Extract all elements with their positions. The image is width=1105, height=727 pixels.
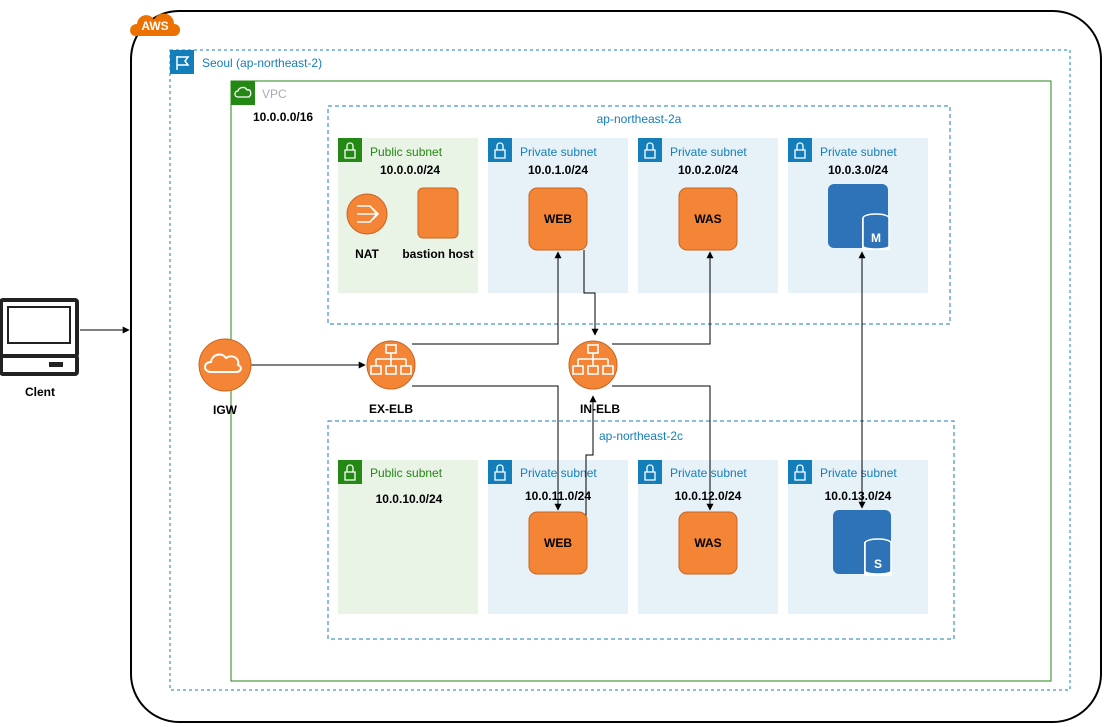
ec2-instance-icon	[678, 511, 738, 575]
subnet-cidr: 10.0.1.0/24	[528, 163, 588, 177]
az-c-label: ap-northeast-2c	[599, 429, 683, 443]
region-boundary	[169, 49, 1071, 691]
subnet-label: Private subnet	[820, 145, 897, 159]
edge-ex-elb-to-web-c	[412, 385, 562, 511]
az-a-label: ap-northeast-2a	[597, 112, 682, 126]
rds-database-icon	[828, 184, 890, 250]
subnet-cidr: 10.0.12.0/24	[675, 489, 742, 503]
edge-web-a-to-in-elb	[583, 250, 599, 336]
ex-elb-node[interactable]: EX-ELB	[366, 340, 416, 416]
in-elb-node[interactable]: IN-ELB	[568, 340, 620, 416]
vpc-label: VPC	[262, 87, 287, 101]
client-label: Clent	[25, 385, 55, 399]
db-slave-label: S	[874, 557, 882, 571]
subnet-cidr: 10.0.13.0/24	[825, 489, 892, 503]
edge-in-elb-to-was-a	[612, 251, 714, 345]
db-slave-node[interactable]: S	[833, 510, 892, 576]
igw-label: IGW	[213, 403, 238, 417]
subnet-label: Private subnet	[670, 466, 747, 480]
nat-node[interactable]: NAT	[346, 193, 388, 261]
laptop-icon	[0, 298, 79, 376]
region-flag-icon	[170, 50, 194, 74]
web-c-label: WEB	[544, 536, 572, 550]
bastion-label: bastion host	[402, 247, 473, 261]
subnet-label: Private subnet	[520, 466, 597, 480]
subnet-cidr: 10.0.3.0/24	[828, 163, 888, 177]
internet-gateway-icon	[198, 338, 252, 392]
bastion-host-node[interactable]: bastion host	[402, 187, 474, 261]
ec2-instance-icon	[528, 187, 588, 251]
ec2-instance-icon	[528, 511, 588, 575]
was-c-label: WAS	[694, 536, 721, 550]
connectors	[80, 250, 866, 516]
web-a-label: WEB	[544, 212, 572, 226]
subnet-cidr: 10.0.0.0/24	[380, 163, 440, 177]
region-label: Seoul (ap-northeast-2)	[202, 56, 322, 70]
subnet-public-c: Public subnet 10.0.10.0/24	[338, 460, 478, 614]
vpc-cidr: 10.0.0.0/16	[253, 110, 313, 124]
subnet-cidr: 10.0.2.0/24	[678, 163, 738, 177]
db-master-node[interactable]: M	[828, 184, 890, 250]
subnet-label: Private subnet	[670, 145, 747, 159]
ex-elb-label: EX-ELB	[369, 402, 413, 416]
az-c-boundary	[327, 420, 955, 640]
subnet-private-a2: Private subnet 10.0.2.0/24	[638, 138, 778, 293]
ec2-instance-icon	[417, 187, 459, 239]
was-a-node[interactable]: WAS	[678, 187, 738, 251]
nat-label: NAT	[355, 247, 379, 261]
web-c-node[interactable]: WEB	[528, 511, 588, 575]
aws-badge-label: AWS	[141, 19, 168, 33]
db-master-label: M	[871, 231, 881, 245]
subnet-label: Private subnet	[520, 145, 597, 159]
client-node[interactable]: Clent	[0, 298, 79, 399]
in-elb-label: IN-ELB	[580, 402, 620, 416]
subnet-label: Public subnet	[370, 466, 443, 480]
subnet-label: Public subnet	[370, 145, 443, 159]
edge-ex-elb-to-web-a	[412, 251, 562, 345]
az-a-boundary	[327, 105, 951, 325]
rds-database-icon	[833, 510, 892, 576]
aws-cloud-icon: AWS	[130, 13, 180, 36]
subnet-label: Private subnet	[820, 466, 897, 480]
web-a-node[interactable]: WEB	[528, 187, 588, 251]
edge-web-c-to-in-elb	[585, 395, 597, 516]
igw-node[interactable]: IGW	[198, 338, 252, 417]
was-c-node[interactable]: WAS	[678, 511, 738, 575]
subnet-cidr: 10.0.10.0/24	[376, 492, 443, 506]
was-a-label: WAS	[694, 212, 721, 226]
ec2-instance-icon	[678, 187, 738, 251]
edge-in-elb-to-was-c	[612, 385, 714, 511]
